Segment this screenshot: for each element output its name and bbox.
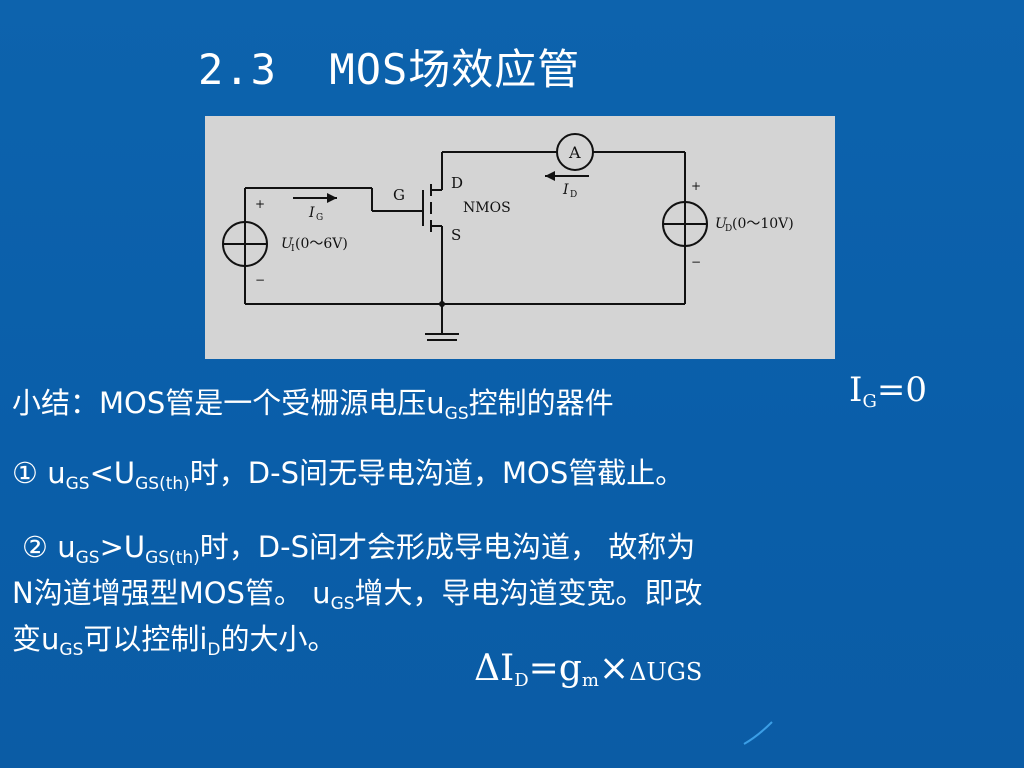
line-3-U: U <box>123 530 146 564</box>
u1-label-sub: I <box>291 244 295 254</box>
ig-main: I <box>849 370 863 410</box>
line-4-pre: N沟道增强型MOS管。 u <box>12 576 331 610</box>
summary-line-1-sub: GS <box>444 404 469 424</box>
formula-delta-id: ΔI <box>474 648 515 689</box>
id-label-main: I <box>562 182 569 198</box>
line-5-mid: 可以控制i <box>83 622 208 656</box>
transconductance-formula: ΔID=gm×ΔUGS <box>474 648 703 691</box>
ud-label-main: U <box>715 216 728 232</box>
left-plus-label: + <box>255 197 265 211</box>
ig-sub: G <box>862 391 877 412</box>
summary-line-2: ① uGS<UGS(th)时，D-S间无导电沟道，MOS管截止。 <box>12 450 685 494</box>
summary-line-1: 小结：MOS管是一个受栅源电压uGS控制的器件 <box>12 380 614 424</box>
summary-line-1-prefix: 小结：MOS管是一个受栅源电压u <box>12 386 445 420</box>
left-minus-label: − <box>255 273 265 287</box>
line-2-marker: ① <box>12 456 38 490</box>
summary-line-4: N沟道增强型MOS管。 uGS增大，导电沟道变宽。即改 <box>12 570 703 614</box>
line-3-marker: ② <box>22 530 48 564</box>
formula-delta-u: ΔU <box>629 658 667 686</box>
formula-d-sub: D <box>514 670 529 691</box>
ud-range-label: (0～10V) <box>732 216 794 232</box>
line-2-op: < <box>89 456 114 490</box>
source-label: S <box>451 226 461 244</box>
formula-times: × <box>598 648 630 689</box>
drain-label: D <box>451 174 463 192</box>
slide-title: 2.3 MOS场效应管 <box>198 45 581 94</box>
line-5-sub-2: D <box>207 640 221 660</box>
line-2-rest: 时，D-S间无导电沟道，MOS管截止。 <box>189 456 685 490</box>
right-plus-label: + <box>691 179 701 193</box>
line-2-U: U <box>113 456 136 490</box>
u1-label-main: U <box>281 236 294 252</box>
line-2-U-sub: GS(th) <box>135 474 190 494</box>
formula-gs: GS <box>666 658 703 686</box>
line-4-post: 增大，导电沟道变宽。即改 <box>354 576 703 610</box>
line-2-u: u <box>47 456 66 490</box>
formula-eq-g: =g <box>528 648 582 689</box>
ig-equation: IG=0 <box>849 370 927 412</box>
right-minus-label: − <box>691 255 701 269</box>
line-5-pre: 变u <box>12 622 60 656</box>
line-3-op: > <box>99 530 124 564</box>
gate-label: G <box>393 186 405 204</box>
ud-label-sub: D <box>725 224 732 234</box>
summary-line-5: 变uGS可以控制iD的大小。 <box>12 616 337 660</box>
line-5-sub-1: GS <box>59 640 84 660</box>
formula-m-sub: m <box>581 670 599 691</box>
device-label: NMOS <box>463 200 511 216</box>
line-5-post: 的大小。 <box>220 622 337 656</box>
line-3-u-sub: GS <box>75 548 100 568</box>
line-2-u-sub: GS <box>65 474 90 494</box>
circuit-figure: A D G S NMOS I G I D U I (0～6V) U D (0～1… <box>205 116 835 359</box>
ig-label-main: I <box>308 205 315 221</box>
summary-line-1-suffix: 控制的器件 <box>468 386 614 420</box>
ig-label-sub: G <box>316 213 323 223</box>
ig-value: =0 <box>876 370 927 410</box>
id-label-sub: D <box>570 190 577 200</box>
line-3-U-sub: GS(th) <box>145 548 200 568</box>
nmos-test-circuit-diagram: A D G S NMOS I G I D U I (0～6V) U D (0～1… <box>222 133 794 341</box>
summary-line-3: ② uGS>UGS(th)时，D-S间才会形成导电沟道， 故称为 <box>22 524 696 568</box>
line-3-rest: 时，D-S间才会形成导电沟道， 故称为 <box>199 530 696 564</box>
line-4-sub: GS <box>330 594 355 614</box>
line-3-u: u <box>57 530 76 564</box>
decorative-stroke-icon <box>743 721 773 745</box>
ammeter-label: A <box>568 143 581 162</box>
u1-range-label: (0～6V) <box>295 236 348 252</box>
